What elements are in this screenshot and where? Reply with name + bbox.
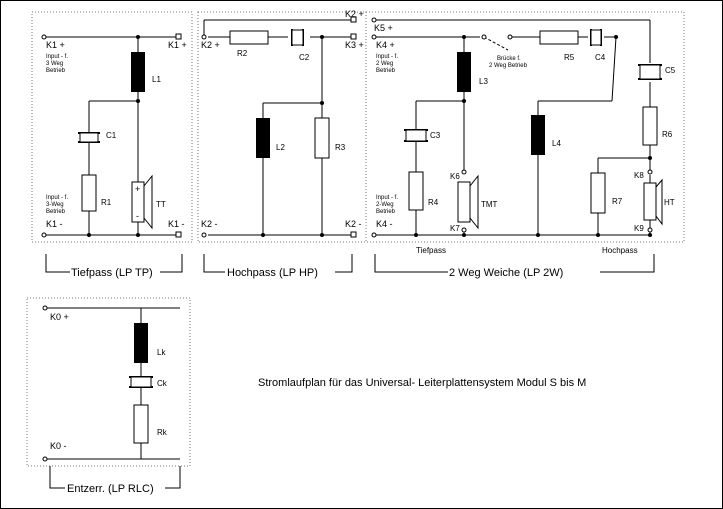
resistor-R4 [408, 171, 424, 211]
label-C3: C3 [430, 131, 441, 140]
module-weiche-boundary [365, 11, 685, 243]
speaker-TT [131, 174, 153, 230]
label-L2: L2 [276, 143, 285, 152]
label-hochpass-under: Hochpass [602, 246, 638, 255]
label-HT: HT [664, 198, 675, 207]
inductor-L3 [457, 52, 471, 92]
terminal-k1m: K1 - [46, 219, 63, 229]
module-hochpass-boundary [197, 11, 367, 243]
terminal-k4m: K4 - [376, 219, 393, 229]
label-TT: TT [156, 200, 166, 209]
note-input-2way-bottom: Input - f. [376, 195, 398, 201]
label-R4: R4 [428, 198, 439, 207]
speaker-TMT [457, 174, 479, 230]
terminal-k9: K9 [634, 224, 644, 233]
capacitor-C1 [79, 132, 99, 143]
resistor-R3 [314, 117, 330, 159]
terminal-k3p: K3 + [345, 40, 364, 50]
resistor-R6 [642, 106, 658, 146]
section-label-tiefpass: Tiefpass (LP TP) [71, 267, 153, 279]
terminal-k6: K6 [450, 172, 460, 181]
section-label-hochpass: Hochpass (LP HP) [227, 267, 318, 279]
label-L1: L1 [152, 75, 161, 84]
label-R1: R1 [101, 198, 112, 207]
capacitor-Ck [130, 376, 152, 388]
capacitor-C3 [405, 129, 427, 142]
label-R3: R3 [335, 143, 346, 152]
label-Ck: Ck [157, 379, 168, 388]
label-C2: C2 [299, 53, 310, 62]
resistor-R7 [590, 172, 606, 214]
inductor-L4 [531, 115, 545, 155]
note-input-3way: 3 Weg [46, 61, 63, 67]
note-input-3way-bottom: Betrieb [46, 209, 66, 215]
label-L3: L3 [479, 77, 488, 86]
resistor-Rk [133, 404, 149, 444]
terminal-k1p: K1 + [46, 40, 65, 50]
terminal-k2p: K2 + [201, 40, 220, 50]
note-input-2way-bottom: 2-Weg [376, 202, 394, 208]
terminal-k5p: K5 + [374, 23, 393, 33]
resistor-R1 [81, 174, 97, 212]
label-L4: L4 [552, 139, 561, 148]
label-C1: C1 [106, 131, 117, 140]
module-rlc-boundary [26, 297, 191, 467]
speaker-HT [643, 178, 663, 226]
resistor-R2 [229, 30, 269, 45]
terminal-k8: K8 [634, 171, 644, 180]
note-input-2way: 2 Weg [376, 61, 393, 67]
terminal-k4p: K4 + [376, 40, 395, 50]
label-C5: C5 [665, 66, 676, 75]
note-bridge: 2 Weg Betrieb [489, 63, 528, 69]
terminal-k0m: K0 - [50, 441, 67, 451]
bridge-switch [483, 36, 509, 51]
capacitor-C2 [291, 29, 304, 46]
terminal-k7: K7 [450, 224, 460, 233]
note-input-3way-bottom: 3-Weg [46, 202, 64, 208]
terminal-k2p-top: K2 + [345, 9, 364, 19]
label-C4: C4 [595, 53, 606, 62]
note-input-2way-bottom: Betrieb [376, 209, 396, 215]
label-R5: R5 [564, 53, 575, 62]
note-input-3way: Input - f. [46, 54, 68, 60]
label-R6: R6 [662, 130, 673, 139]
label-TMT: TMT [481, 200, 498, 209]
label-Rk: Rk [157, 428, 168, 437]
label-tiefpass-under: Tiefpass [416, 246, 446, 255]
polarity-minus: - [136, 211, 139, 221]
inductor-Lk [134, 323, 148, 363]
label-Lk: Lk [157, 348, 166, 357]
note-bridge: Brücke f. [497, 56, 521, 62]
inductor-L2 [256, 118, 270, 158]
label-R7: R7 [612, 197, 623, 206]
note-input-2way: Input - f. [376, 54, 398, 60]
diagram-caption: Stromlaufplan für das Universal- Leiterp… [258, 377, 586, 389]
polarity-plus: + [135, 184, 140, 194]
terminal-k2m-right: K2 - [345, 219, 362, 229]
resistor-R5 [539, 30, 579, 45]
note-input-3way: Betrieb [46, 68, 66, 74]
capacitor-C5 [639, 64, 661, 80]
terminal-k1p-right: K1 + [168, 40, 187, 50]
terminal-k0p: K0 + [50, 312, 69, 322]
section-label-rlc: Entzerr. (LP RLC) [67, 483, 154, 495]
section-label-weiche: 2 Weg Weiche (LP 2W) [449, 267, 563, 279]
note-input-3way-bottom: Input - f. [46, 195, 68, 201]
capacitor-C4 [590, 29, 602, 46]
terminal-k2m: K2 - [201, 219, 218, 229]
inductor-L1 [131, 52, 145, 92]
terminal-k1m-right: K1 - [168, 219, 185, 229]
note-input-2way: Betrieb [376, 68, 396, 74]
label-R2: R2 [237, 49, 248, 58]
